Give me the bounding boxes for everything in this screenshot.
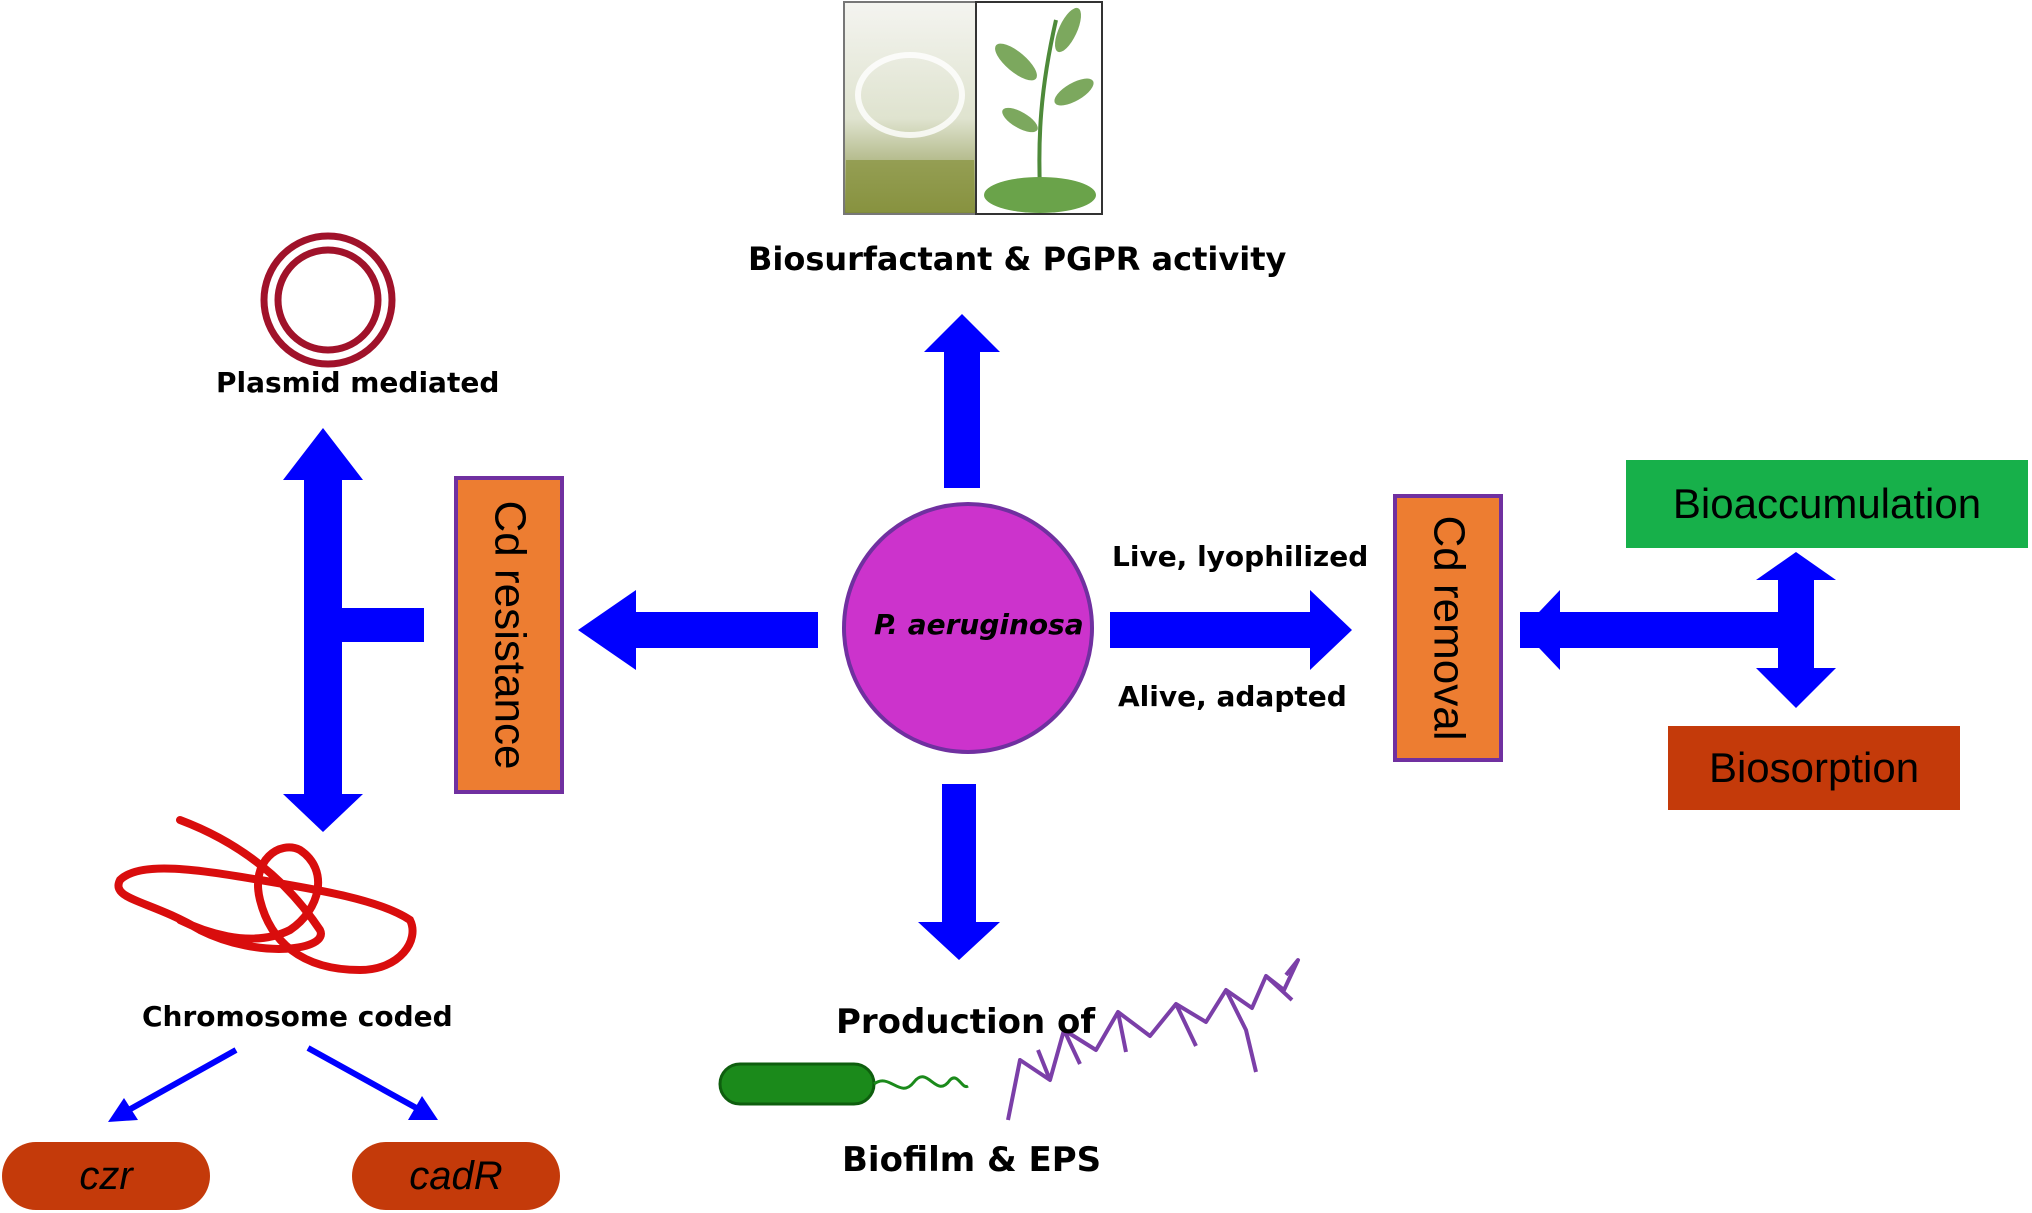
biosurfactant-caption: Biosurfactant & PGPR activity [748, 240, 1287, 278]
eps-polymer-icon [1006, 958, 1300, 1121]
bacterium-icon [718, 1062, 969, 1106]
biofilm-label: Biofilm & EPS [842, 1140, 1102, 1180]
arrow-label-live: Live, lyophilized [1112, 540, 1369, 573]
center-label: P. aeruginosa [874, 608, 1084, 641]
production-label: Production of [836, 1002, 1096, 1042]
gene-cadR: cadR [352, 1142, 560, 1210]
gene-czr: czr [2, 1142, 210, 1210]
arrow-down [918, 784, 1000, 960]
arrow-left [578, 590, 818, 670]
cd-resistance-box: Cd resistance [454, 476, 564, 794]
plasmid-label: Plasmid mediated [216, 366, 500, 399]
cd-removal-box: Cd removal [1393, 494, 1503, 762]
resistance-branch-arrows [283, 428, 424, 832]
removal-branch-arrows [1520, 552, 1836, 708]
arrow-label-alive: Alive, adapted [1118, 680, 1347, 713]
biosorption-box: Biosorption [1668, 726, 1960, 810]
plasmid-icon [260, 232, 396, 368]
plant-seedling-icon [975, 1, 1103, 215]
bioaccumulation-box: Bioaccumulation [1626, 460, 2028, 548]
center-circle [842, 502, 1094, 754]
biosurfactant-photo [843, 1, 977, 215]
arrow-right [1110, 590, 1352, 670]
chromosome-icon [114, 816, 417, 975]
arrow-up [924, 314, 1000, 488]
gene-arrows [108, 1045, 438, 1122]
chromosome-label: Chromosome coded [142, 1000, 453, 1033]
